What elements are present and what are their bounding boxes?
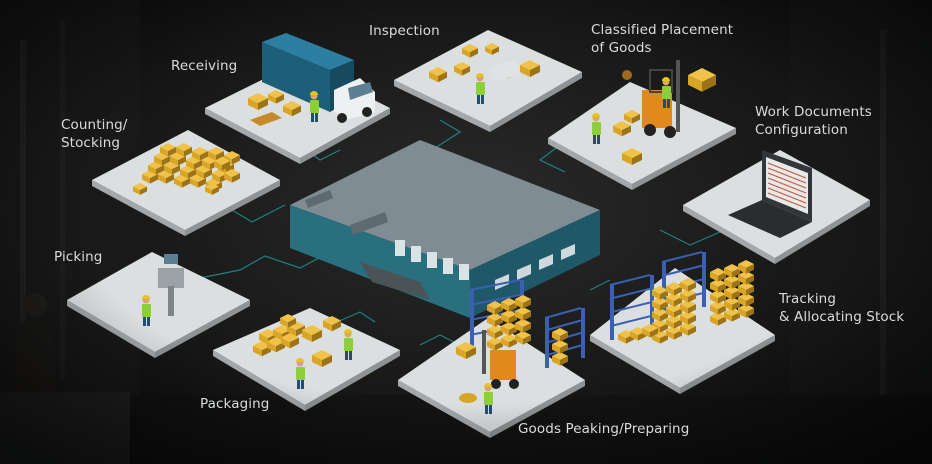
loading-dock-door <box>411 246 421 262</box>
label-counting-line2: Stocking <box>61 135 121 151</box>
label-classified-placement: Classified Placement of Goods <box>591 21 733 57</box>
label-tracking-line1: Tracking <box>779 291 837 307</box>
label-work-docs-line2: Configuration <box>755 122 848 138</box>
tape-roll <box>459 393 477 403</box>
label-goods-peaking: Goods Peaking/Preparing <box>518 421 690 437</box>
label-receiving: Receiving <box>171 58 238 74</box>
background-person-icon <box>23 293 47 317</box>
loading-dock-door <box>427 252 437 268</box>
connector-work-docs <box>659 229 721 246</box>
label-packaging: Packaging <box>200 396 270 412</box>
label-counting-line1: Counting/ <box>61 117 128 133</box>
connector-inspection <box>434 119 462 149</box>
label-counting-stocking: Counting/ Stocking <box>61 116 127 152</box>
cardboard-box <box>688 68 716 92</box>
loading-dock-door <box>395 240 405 256</box>
connector-counting <box>231 204 286 223</box>
label-tracking-line2: & Allocating Stock <box>779 309 905 325</box>
cardboard-box <box>552 340 568 354</box>
cardboard-box <box>515 319 531 333</box>
label-classified-line2: of Goods <box>591 40 652 56</box>
label-work-documents: Work Documents Configuration <box>755 103 872 139</box>
cardboard-box <box>710 268 726 282</box>
drone-icon <box>622 70 632 80</box>
cardboard-box <box>724 264 740 278</box>
loading-dock-door <box>443 258 453 274</box>
cardboard-box <box>738 260 754 274</box>
cardboard-box <box>515 307 531 321</box>
loading-dock-door <box>459 264 469 280</box>
label-classified-line1: Classified Placement <box>591 22 734 38</box>
label-picking: Picking <box>54 249 103 265</box>
label-inspection: Inspection <box>369 23 440 39</box>
cardboard-box <box>515 295 531 309</box>
connector-tracking <box>589 279 611 291</box>
label-tracking-allocating: Tracking & Allocating Stock <box>779 290 904 326</box>
label-work-docs-line1: Work Documents <box>755 104 872 120</box>
